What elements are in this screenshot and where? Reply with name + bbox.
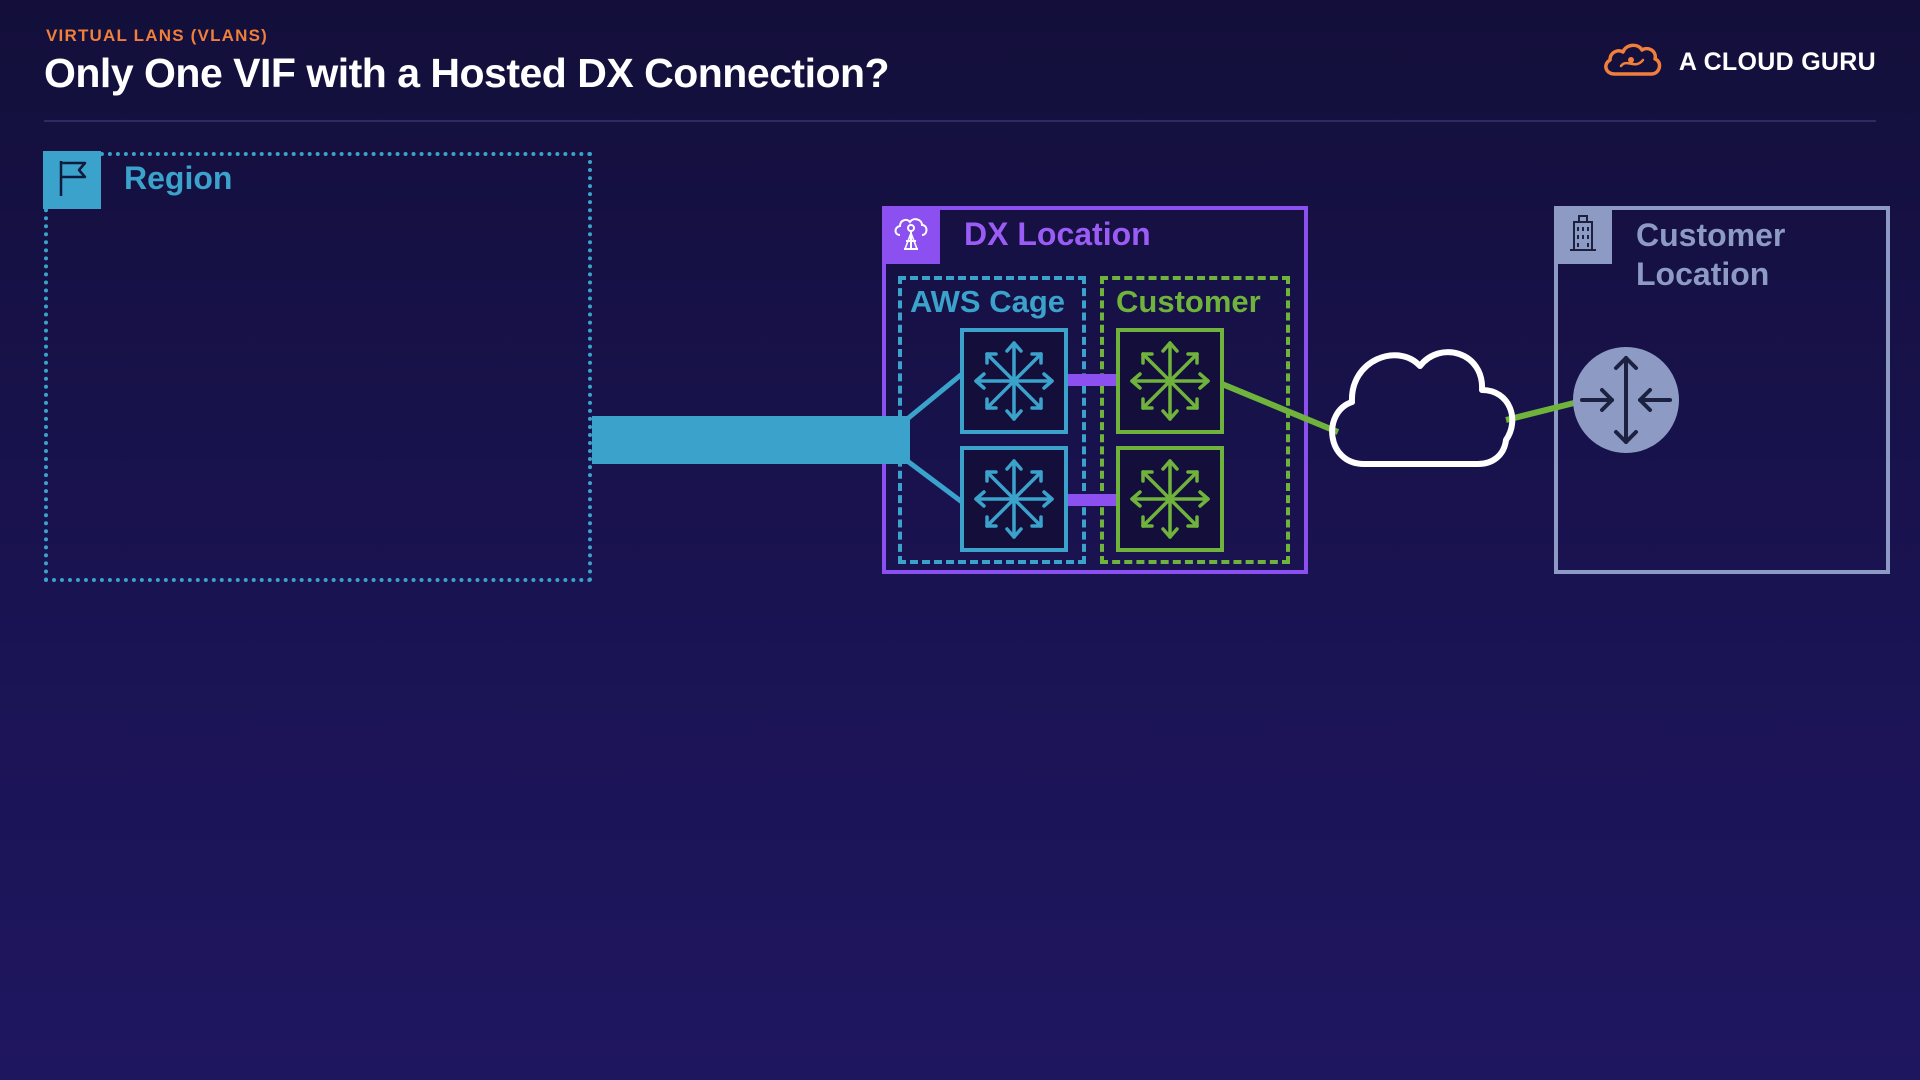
building-icon [1566,212,1600,259]
dx-location-box [882,206,1308,574]
dx-connection-link [592,416,910,464]
region-label: Region [124,160,233,196]
cloud-link-to-router [1505,399,1579,423]
aws-router-icon [960,446,1068,552]
cloud-icon [1329,349,1516,467]
aws-link-top [904,372,964,422]
aws-cage-label: AWS Cage [910,284,1066,319]
router-icon [1573,347,1679,453]
customer-cage-label: Customer [1116,284,1261,319]
customer-location-icon-tile [1554,206,1612,264]
customer-router-icon [1116,328,1224,434]
customer-link-to-cloud [1220,381,1340,435]
dx-location-icon [891,213,931,258]
customer-cage-box [1100,276,1290,564]
region-box [44,152,592,582]
brand-name: A CLOUD GURU [1678,48,1876,76]
aws-router-icon [960,328,1068,434]
customer-router-icon [1116,446,1224,552]
dx-location-label: DX Location [964,216,1151,252]
eyebrow: VIRTUAL LANS (VLANS) [46,26,269,45]
cloud-logo-icon [1601,40,1665,85]
dx-location-icon-tile [882,206,940,264]
flag-icon [55,158,89,203]
customer-location-box [1554,206,1890,574]
customer-location-label: Customer Location [1636,217,1786,292]
header-divider [44,120,1876,122]
aws-link-bottom [904,458,964,504]
region-icon-tile [43,151,101,209]
cross-connect-bottom [1066,494,1118,506]
brand: A CLOUD GURU [1601,40,1876,85]
slide-title: Only One VIF with a Hosted DX Connection… [44,50,890,96]
cross-connect-top [1066,374,1118,386]
